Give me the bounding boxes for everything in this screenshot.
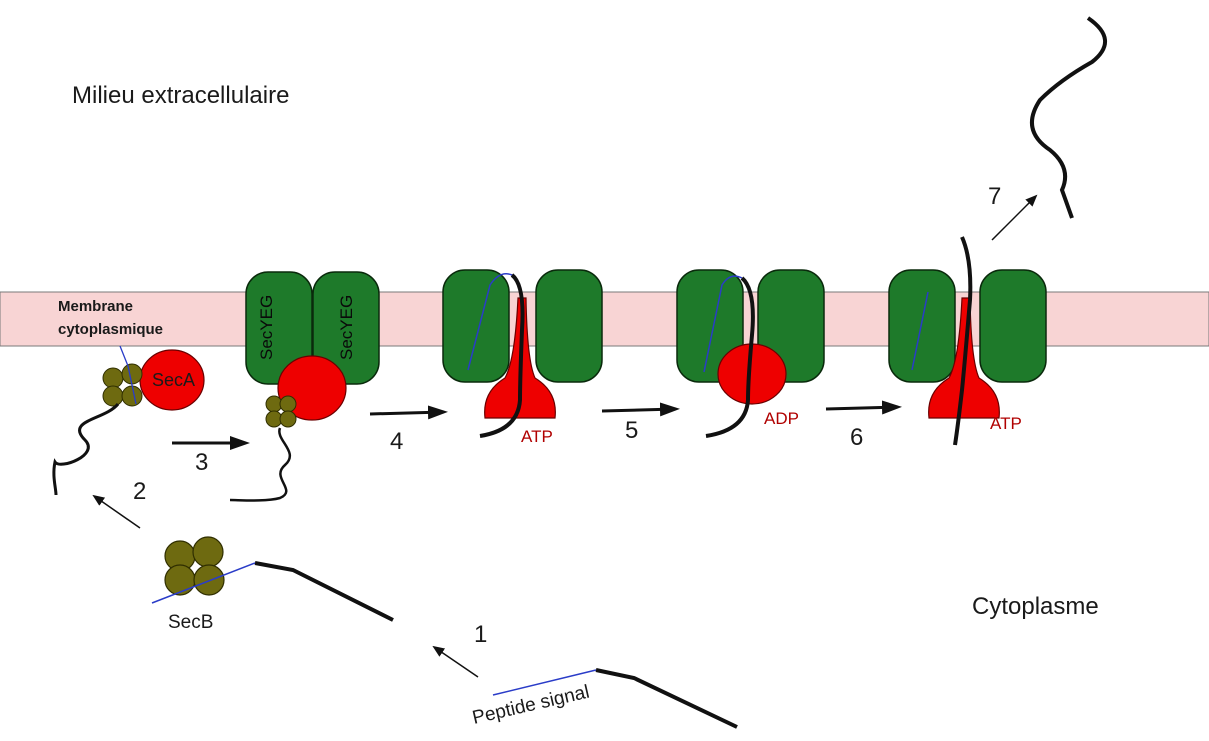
secB-complex: SecB: [151, 536, 394, 633]
step-label-4: 4: [390, 428, 403, 455]
adp-label: ADP: [764, 409, 799, 428]
step-label-3: 3: [195, 449, 208, 476]
extracellular-label: Milieu extracellulaire: [72, 82, 289, 109]
arrow-step-7: [991, 194, 1038, 241]
arrow-step-5: [601, 402, 680, 417]
channel-secYEG-1: SecYEG SecYEG: [229, 271, 380, 502]
secA-label: SecA: [152, 370, 195, 390]
channel-adp: ADP: [676, 269, 825, 438]
step-label-1: 1: [474, 621, 487, 648]
step-label-5: 5: [625, 417, 638, 444]
step-label-6: 6: [850, 424, 863, 451]
arrow-step-4: [369, 405, 448, 420]
atp-label-1: ATP: [521, 427, 553, 446]
peptide-signal-label: Peptide signal: [470, 682, 591, 729]
released-protein: [1030, 16, 1108, 219]
secYEG-left-label: SecYEG: [257, 295, 276, 360]
membrane-label-line1: Membrane: [58, 298, 133, 315]
atp-label-2: ATP: [990, 414, 1022, 433]
step-label-7: 7: [988, 183, 1001, 210]
arrow-step-2: [92, 494, 141, 529]
arrow-step-6: [825, 400, 902, 415]
arrow-step-1: [432, 645, 479, 678]
channel-translocation-atp: ATP: [888, 236, 1047, 446]
cytoplasm-label: Cytoplasme: [972, 593, 1099, 620]
secA-secB-complex: SecA: [52, 345, 205, 496]
free-preprotein: Peptide signal: [470, 668, 738, 729]
step-label-2: 2: [133, 478, 146, 505]
secB-label: SecB: [168, 612, 213, 633]
membrane-label-line2: cytoplasmique: [58, 321, 163, 338]
secYEG-right-label: SecYEG: [337, 295, 356, 360]
channel-insertion-atp: ATP: [442, 269, 603, 446]
